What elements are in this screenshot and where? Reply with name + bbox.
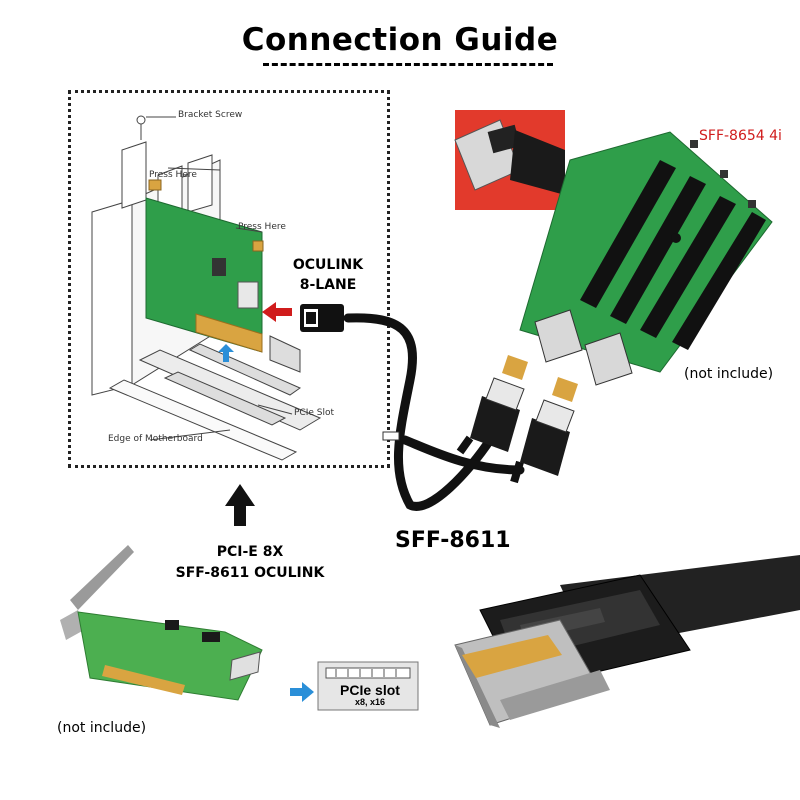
- card-name-label: PCI-E 8X SFF-8611 OCULINK: [160, 542, 340, 584]
- expansion-board: [519, 131, 773, 386]
- page-title: Connection Guide: [241, 22, 559, 58]
- expansion-slot-4: [672, 212, 766, 350]
- card-oculink-port: [237, 281, 259, 309]
- motherboard-edge-label: Edge of Motherboard: [108, 434, 203, 444]
- not-include-board-label: (not include): [684, 366, 774, 382]
- pcie-slot-diagram-label: PCIe Slot: [294, 408, 335, 418]
- sff8654-plug-1: [456, 355, 528, 455]
- oculink-8-lane-label: OCULINK 8-LANE: [283, 255, 373, 295]
- sff8611-cable-label: SFF-8611: [395, 528, 511, 553]
- bracket-screw-label: Bracket Screw: [178, 110, 243, 120]
- sff8654-photo: [454, 110, 565, 210]
- card-gold-fingers: [195, 313, 263, 353]
- to-slot-arrow-icon: [290, 682, 314, 702]
- press-here-label-2: Press Here: [238, 222, 286, 232]
- board-port-2: [584, 332, 633, 386]
- card-name-line1: PCI-E 8X: [216, 544, 284, 560]
- card-name-line2: SFF-8611 OCULINK: [175, 565, 325, 581]
- port-callout-arrow-icon: [262, 302, 292, 322]
- title-underline: [263, 63, 553, 66]
- oculink-label-line1: OCULINK: [292, 257, 364, 273]
- board-port-1: [534, 309, 583, 363]
- oculink-label-line2: 8-LANE: [299, 277, 357, 293]
- chassis-panel: [91, 199, 133, 396]
- expansion-slot-3: [640, 196, 736, 338]
- pcie-slot-badge-title: PCIe slot: [340, 682, 400, 698]
- insert-arrow-icon: [218, 344, 234, 362]
- expansion-slot-2: [610, 176, 706, 324]
- bracket-screw-icon: [136, 115, 146, 125]
- sff8654-plug-2: [510, 377, 578, 484]
- pcie-card-photo: [60, 545, 263, 701]
- sff8611-connector-photo: [454, 555, 800, 728]
- sff8654-board-label: SFF-8654 4i: [699, 128, 782, 144]
- installation-diagram-frame: [68, 90, 390, 468]
- expansion-slot-1: [580, 160, 676, 308]
- card-bracket: [121, 141, 147, 209]
- motherboard-edge: [108, 379, 298, 461]
- oculink-plug-icon: [300, 304, 344, 332]
- press-here-label-1: Press Here: [149, 170, 197, 180]
- pcie-slot-drawing: [163, 371, 287, 426]
- not-include-card-label: (not include): [57, 720, 147, 736]
- cable-tie: [382, 431, 400, 441]
- pcie-slot-badge-subtitle: x8, x16: [354, 697, 386, 707]
- pcie-slot-badge-graphic: [317, 661, 419, 711]
- up-arrow-icon: [225, 484, 255, 526]
- installation-drawing: [91, 115, 322, 461]
